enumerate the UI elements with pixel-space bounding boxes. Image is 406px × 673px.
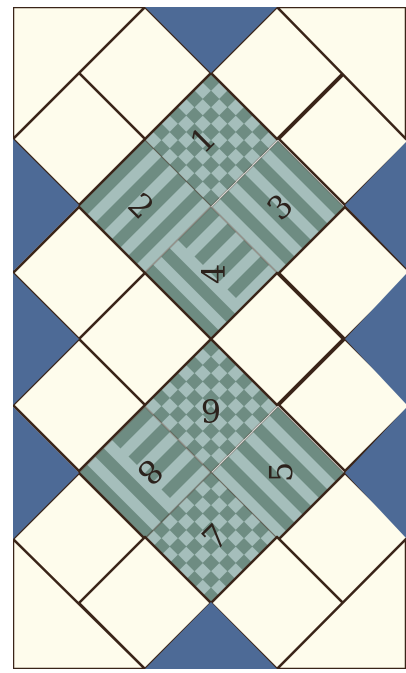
block-label-6: 6 — [201, 391, 221, 429]
block-label-4: 4 — [195, 264, 233, 284]
block-label-5: 5 — [262, 462, 300, 482]
